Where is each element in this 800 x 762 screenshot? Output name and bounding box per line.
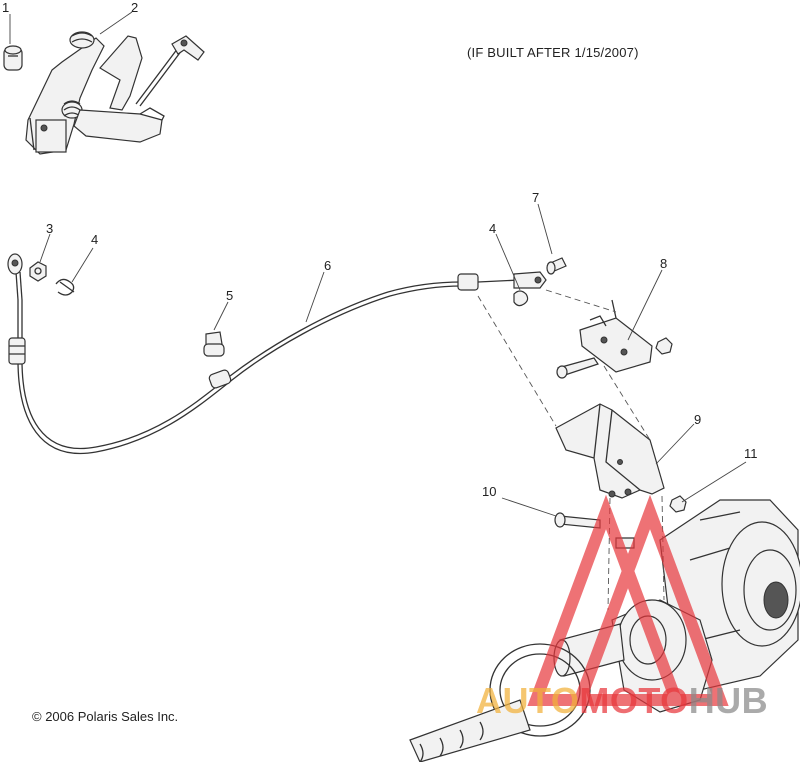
- callout-11: 11: [744, 446, 758, 461]
- callout-1: 1: [2, 0, 9, 15]
- part-1-cap: [3, 45, 23, 71]
- watermark-triangle-logo: [527, 494, 729, 706]
- part-7-pin: [546, 257, 567, 275]
- watermark-part-auto: AUTO: [476, 680, 580, 721]
- callout-3: 3: [46, 221, 53, 236]
- callout-6: 6: [324, 258, 331, 273]
- callout-leaders: [9, 11, 747, 517]
- part-6-brake-cable: [7, 253, 547, 455]
- callout-9: 9: [694, 412, 701, 427]
- watermark-part-moto: MOTO: [579, 680, 689, 721]
- callout-numbers: 1 2 3 4 5 6 4 7 8 9 10 11: [2, 0, 758, 499]
- callout-4-right: 4: [489, 221, 496, 236]
- part-11-nut: [655, 337, 687, 513]
- callout-2: 2: [131, 0, 138, 15]
- build-date-note: (IF BUILT AFTER 1/15/2007): [467, 45, 639, 60]
- callout-10: 10: [482, 484, 496, 499]
- callout-4-left: 4: [91, 232, 98, 247]
- watermark-part-hub: HUB: [688, 680, 769, 721]
- copyright-text: © 2006 Polaris Sales Inc.: [32, 709, 179, 724]
- part-5-push-fastener: [203, 331, 225, 357]
- part-9-mounting-bracket: [555, 403, 665, 499]
- callout-8: 8: [660, 256, 667, 271]
- callout-5: 5: [226, 288, 233, 303]
- part-8-brake-switch: [556, 299, 653, 379]
- part-3-nut: [29, 261, 47, 282]
- part-4-clip-left: [55, 278, 75, 296]
- watermark-wordmark: AUTOMOTOHUB: [476, 680, 768, 722]
- part-2-brake-pedal-assembly: [25, 31, 205, 155]
- part-4-clip-right: [513, 290, 529, 307]
- callout-7: 7: [532, 190, 539, 205]
